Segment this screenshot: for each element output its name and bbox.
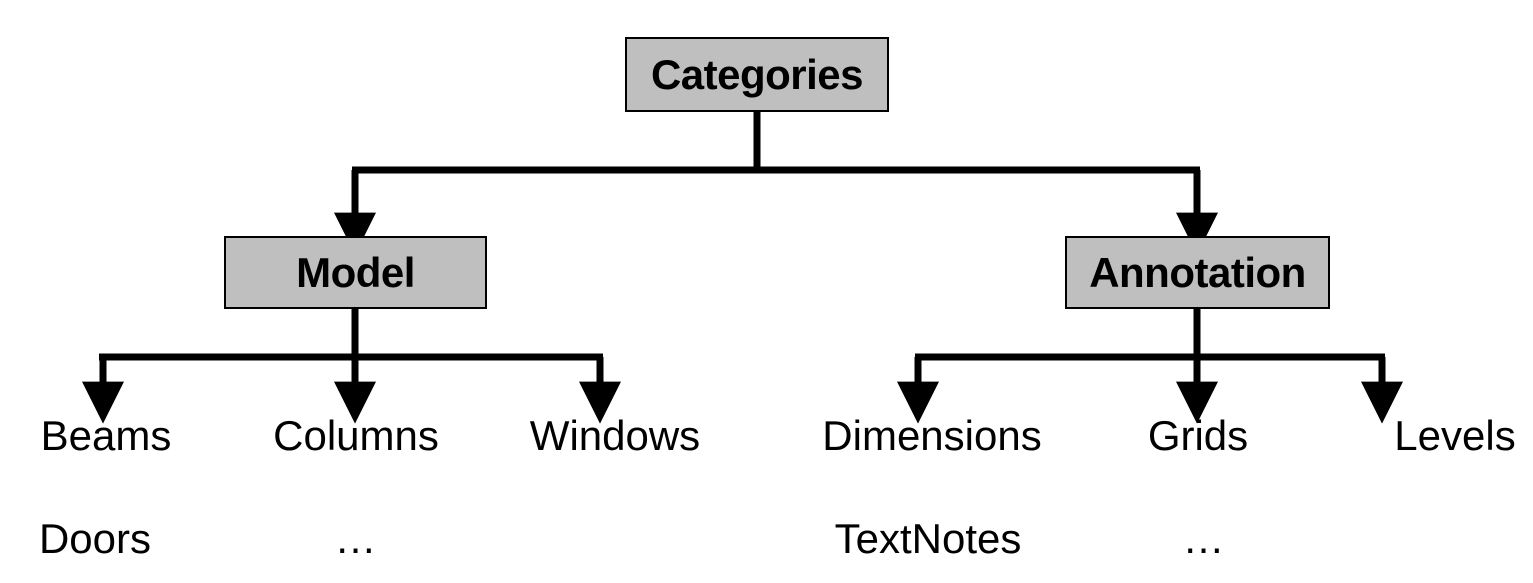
leaf-windows[interactable]: Windows [529,412,701,459]
node-annotation[interactable]: Annotation [1065,236,1330,309]
leaf-model-ellipsis: … [334,515,378,562]
leaf-dimensions[interactable]: Dimensions [822,412,1042,459]
leaf-columns[interactable]: Columns [273,412,439,459]
node-categories[interactable]: Categories [625,37,889,112]
connector-categories-to-children [334,112,1218,255]
leaf-annotation-ellipsis: … [1182,515,1226,562]
node-model[interactable]: Model [224,236,487,309]
leaf-grids[interactable]: Grids [1147,412,1249,459]
connector-annotation-to-leaves [897,309,1403,424]
leaf-doors[interactable]: Doors [38,515,152,562]
leaf-levels[interactable]: Levels [1394,412,1516,459]
connector-model-to-leaves [82,309,621,424]
leaf-beams[interactable]: Beams [40,412,172,459]
leaf-textnotes[interactable]: TextNotes [834,515,1022,562]
